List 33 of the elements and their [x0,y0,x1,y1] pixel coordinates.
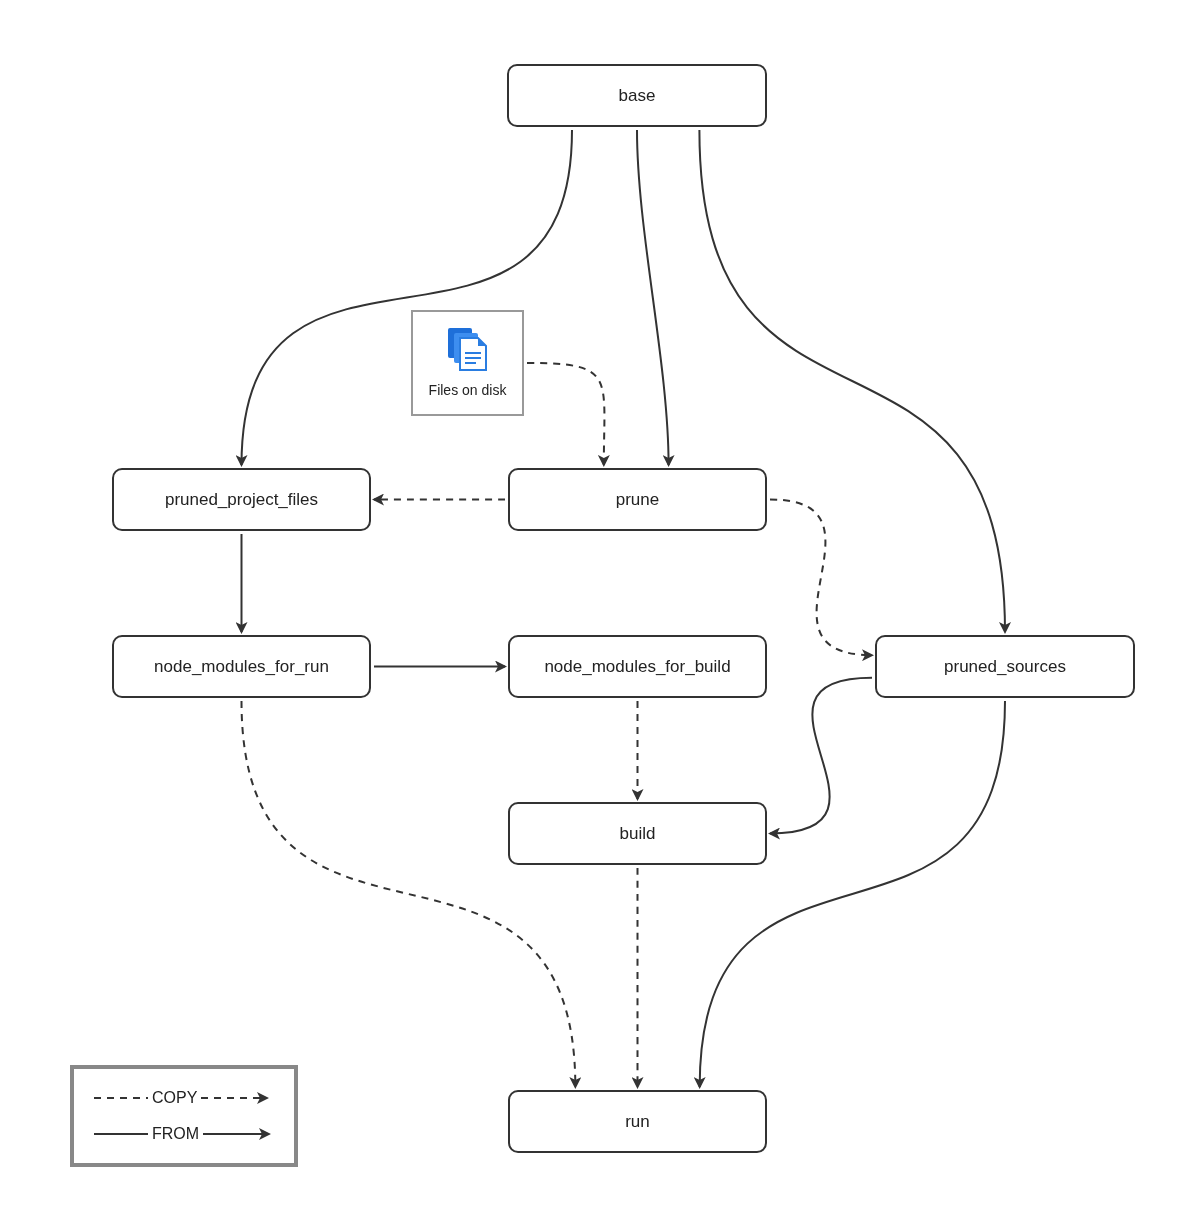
node-label: prune [615,488,660,511]
arrow [768,676,873,839]
arrow [235,533,248,634]
legend-label: FROM [151,1124,201,1144]
arrow [631,867,644,1089]
arrow [240,700,581,1089]
arrow [373,660,507,673]
arrow [769,498,874,660]
node-label: Files on disk [428,380,507,400]
stage-box [508,1090,767,1153]
arrow [372,493,506,506]
arrow [631,700,644,801]
arrow [636,129,675,467]
arrow [236,129,573,467]
legend-label: COPY [151,1088,199,1108]
arrow [694,700,1006,1089]
file-source-box [411,310,524,416]
arrow [698,129,1011,634]
stage-box [508,802,767,865]
node-label: node_modules_for_run [154,655,329,678]
stage-box [507,64,767,127]
node-label: run [625,1110,650,1133]
node-label: base [618,84,656,107]
stage-box [112,635,371,698]
stage-box [508,635,767,698]
node-label: node_modules_for_build [544,655,731,678]
node-label: build [619,822,656,845]
node-label: pruned_project_files [164,488,319,511]
stage-box [508,468,767,531]
node-label: pruned_sources [944,655,1066,678]
arrow [526,362,610,467]
stage-box [112,468,371,531]
stage-box [875,635,1135,698]
